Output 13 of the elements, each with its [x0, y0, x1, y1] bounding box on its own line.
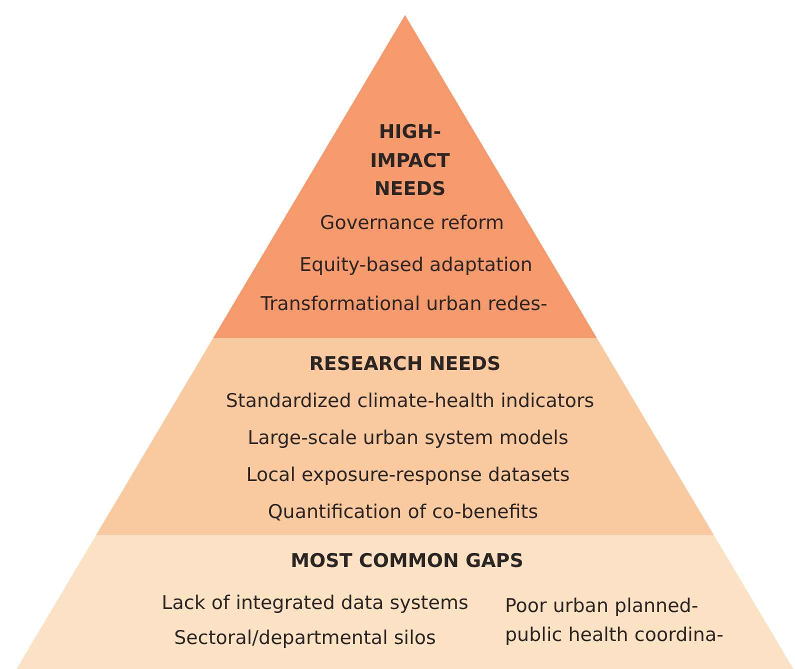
band-heading: MOST COMMON GAPS: [290, 550, 524, 572]
band-heading: RESEARCH NEEDS: [309, 353, 501, 375]
list-item: Poor urban planned-public health coordina-: [505, 594, 724, 648]
list-item: Governance reform: [320, 212, 504, 234]
list-item: Lack of integrated data systems: [162, 592, 468, 614]
list-item: Large-scale urban system models: [248, 427, 568, 449]
list-item: Standardized climate-health indicators: [226, 390, 594, 412]
list-item: Sectoral/departmental silos: [174, 627, 436, 649]
list-item: Quantification of co-benefits: [268, 501, 538, 523]
list-item: Equity-based adaptation: [300, 254, 532, 276]
list-item: Transformational urban redes-: [260, 293, 548, 315]
band-heading: HIGH-IMPACT NEEDS: [369, 120, 451, 202]
list-item: Local exposure-response datasets: [246, 464, 570, 486]
